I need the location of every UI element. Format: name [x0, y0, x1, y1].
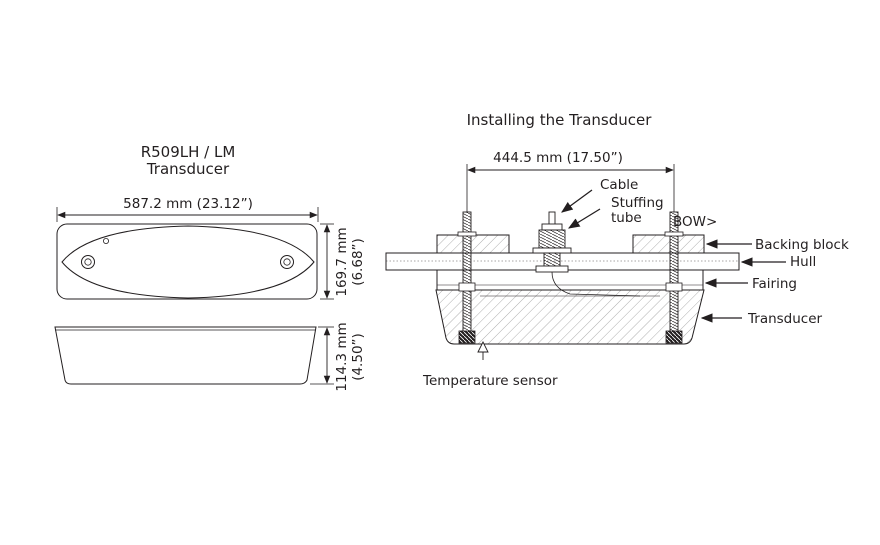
stuffing-tube-leader [568, 208, 601, 229]
cable-leader [561, 189, 593, 213]
washer-left [457, 231, 477, 237]
backing-block-right [632, 234, 705, 254]
label-fairing: Fairing [752, 276, 797, 292]
label-hull: Hull [790, 254, 816, 270]
nut-insert-right [665, 330, 683, 344]
transducer-body-section [435, 289, 705, 345]
label-transducer: Transducer [747, 311, 823, 327]
label-backing-block: Backing block [755, 237, 849, 253]
fairing-section [436, 269, 704, 291]
bolt-hole-right [280, 255, 294, 269]
washer-right [664, 231, 684, 237]
width-dimension-mm: 169.7 mm [334, 227, 350, 296]
width-dimension-in: (6.68”) [350, 238, 366, 286]
left-title-line1: R509LH / LM [141, 143, 236, 161]
bolt-spacing-label: 444.5 mm (17.50”) [493, 150, 623, 166]
temperature-sensor-arrow [477, 340, 489, 353]
internal-cable [551, 271, 641, 297]
bolt-right [669, 211, 679, 337]
left-transducer-drawing: R509LH / LM Transducer 587.2 mm (23.12”)… [54, 143, 366, 392]
transducer-side-view [54, 326, 317, 385]
height-dimension-mm: 114.3 mm [334, 322, 350, 391]
sensor-hole [103, 237, 110, 244]
right-title: Installing the Transducer [467, 111, 653, 129]
label-cable: Cable [600, 177, 638, 193]
label-stuffing-line2: tube [611, 210, 642, 226]
nut-insert-left [458, 330, 476, 344]
bolt-hole-left [81, 255, 95, 269]
left-title-line2: Transducer [146, 160, 230, 178]
height-dimension-in: (4.50”) [350, 333, 366, 381]
backing-block-left [436, 234, 510, 254]
label-bow: BOW> [673, 214, 717, 230]
label-temperature-sensor: Temperature sensor [422, 373, 558, 389]
transducer-top-view-face [61, 225, 315, 299]
bolt-left [462, 211, 472, 337]
label-stuffing-line1: Stuffing [611, 195, 664, 211]
length-dimension-label: 587.2 mm (23.12”) [123, 196, 253, 212]
installation-section-drawing: Installing the Transducer 444.5 mm (17.5… [385, 111, 849, 389]
stuffing-tube [538, 229, 566, 249]
